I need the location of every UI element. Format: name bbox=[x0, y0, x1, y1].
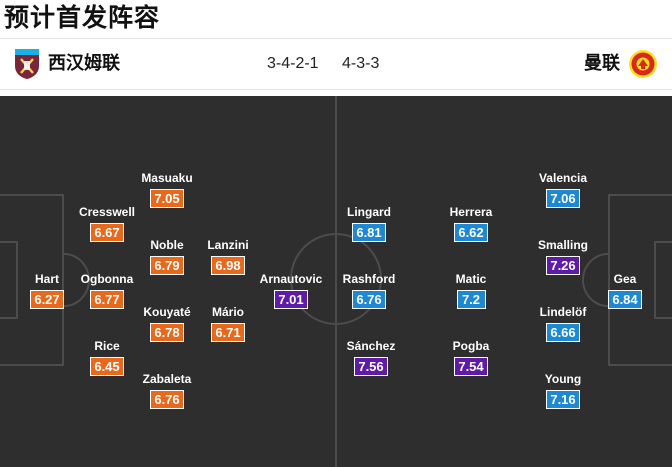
player-card[interactable]: Smalling 7.26 bbox=[533, 238, 593, 275]
player-name: Valencia bbox=[538, 171, 588, 185]
away-formation: 4-3-3 bbox=[342, 55, 380, 72]
player-card[interactable]: Valencia 7.06 bbox=[533, 171, 593, 208]
player-rating: 6.76 bbox=[150, 390, 184, 409]
player-name: Smalling bbox=[537, 238, 588, 252]
home-formation: 3-4-2-1 bbox=[267, 55, 319, 72]
player-card[interactable]: Masuaku 7.05 bbox=[137, 171, 197, 208]
player-card[interactable]: Noble 6.79 bbox=[137, 238, 197, 275]
player-name: Gea bbox=[613, 272, 637, 286]
player-card[interactable]: Young 7.16 bbox=[533, 372, 593, 409]
player-rating: 7.16 bbox=[546, 390, 580, 409]
player-rating: 6.67 bbox=[90, 223, 124, 242]
player-rating: 6.84 bbox=[608, 290, 642, 309]
player-name: Arnautovic bbox=[259, 272, 323, 286]
player-name: Sánchez bbox=[346, 339, 396, 353]
away-team-name: 曼联 bbox=[584, 53, 620, 74]
player-name: Zabaleta bbox=[142, 372, 192, 386]
player-card[interactable]: Arnautovic 7.01 bbox=[257, 272, 325, 309]
player-name: Lingard bbox=[347, 205, 391, 219]
player-card[interactable]: Mário 6.71 bbox=[198, 305, 258, 342]
player-rating: 6.66 bbox=[546, 323, 580, 342]
player-rating: 7.2 bbox=[456, 290, 486, 309]
player-card[interactable]: Pogba 7.54 bbox=[441, 339, 501, 376]
away-goal-area bbox=[654, 241, 672, 319]
player-rating: 7.01 bbox=[274, 290, 308, 309]
player-name: Kouyaté bbox=[143, 305, 191, 319]
player-card[interactable]: Rice 6.45 bbox=[77, 339, 137, 376]
player-card[interactable]: Gea 6.84 bbox=[595, 272, 655, 309]
player-name: Cresswell bbox=[78, 205, 136, 219]
player-name: Masuaku bbox=[141, 171, 193, 185]
player-card[interactable]: Herrera 6.62 bbox=[441, 205, 501, 242]
page-title: 预计首发阵容 bbox=[4, 3, 161, 32]
player-name: Noble bbox=[150, 238, 184, 252]
player-rating: 6.77 bbox=[90, 290, 124, 309]
home-team-crest-icon bbox=[15, 49, 39, 79]
player-card[interactable]: Matic 7.2 bbox=[441, 272, 501, 309]
player-name: Herrera bbox=[449, 205, 493, 219]
player-name: Lindelöf bbox=[539, 305, 587, 319]
player-card[interactable]: Hart 6.27 bbox=[17, 272, 77, 309]
player-card[interactable]: Lindelöf 6.66 bbox=[533, 305, 593, 342]
player-rating: 6.76 bbox=[352, 290, 386, 309]
player-name: Lanzini bbox=[207, 238, 249, 252]
home-penalty-area bbox=[0, 194, 64, 366]
player-card[interactable]: Rashford 6.76 bbox=[339, 272, 399, 309]
player-name: Young bbox=[544, 372, 582, 386]
player-card[interactable]: Cresswell 6.67 bbox=[77, 205, 137, 242]
home-goal-area bbox=[0, 241, 18, 319]
player-rating: 6.71 bbox=[211, 323, 245, 342]
player-rating: 7.54 bbox=[454, 357, 488, 376]
player-card[interactable]: Sánchez 7.56 bbox=[341, 339, 401, 376]
player-card[interactable]: Zabaleta 6.76 bbox=[137, 372, 197, 409]
home-team-name: 西汉姆联 bbox=[48, 53, 120, 74]
player-rating: 7.06 bbox=[546, 189, 580, 208]
player-rating: 6.62 bbox=[454, 223, 488, 242]
teams-header: 西汉姆联 3-4-2-1 4-3-3 曼联 bbox=[0, 38, 672, 90]
away-team-crest-icon bbox=[629, 50, 657, 78]
player-card[interactable]: Lanzini 6.98 bbox=[198, 238, 258, 275]
player-rating: 6.98 bbox=[211, 256, 245, 275]
player-name: Rashford bbox=[342, 272, 396, 286]
center-circle bbox=[290, 233, 382, 325]
player-name: Mário bbox=[211, 305, 244, 319]
player-rating: 6.78 bbox=[150, 323, 184, 342]
player-name: Hart bbox=[34, 272, 59, 286]
player-rating: 7.26 bbox=[546, 256, 580, 275]
player-card[interactable]: Lingard 6.81 bbox=[339, 205, 399, 242]
player-card[interactable]: Ogbonna 6.77 bbox=[77, 272, 137, 309]
player-rating: 7.56 bbox=[354, 357, 388, 376]
player-card[interactable]: Kouyaté 6.78 bbox=[137, 305, 197, 342]
player-rating: 6.27 bbox=[30, 290, 64, 309]
player-rating: 6.81 bbox=[352, 223, 386, 242]
player-rating: 6.45 bbox=[90, 357, 124, 376]
player-rating: 7.05 bbox=[150, 189, 184, 208]
away-penalty-area bbox=[608, 194, 672, 366]
player-name: Ogbonna bbox=[80, 272, 134, 286]
player-name: Pogba bbox=[452, 339, 490, 353]
player-rating: 6.79 bbox=[150, 256, 184, 275]
player-name: Matic bbox=[455, 272, 487, 286]
player-name: Rice bbox=[94, 339, 120, 353]
